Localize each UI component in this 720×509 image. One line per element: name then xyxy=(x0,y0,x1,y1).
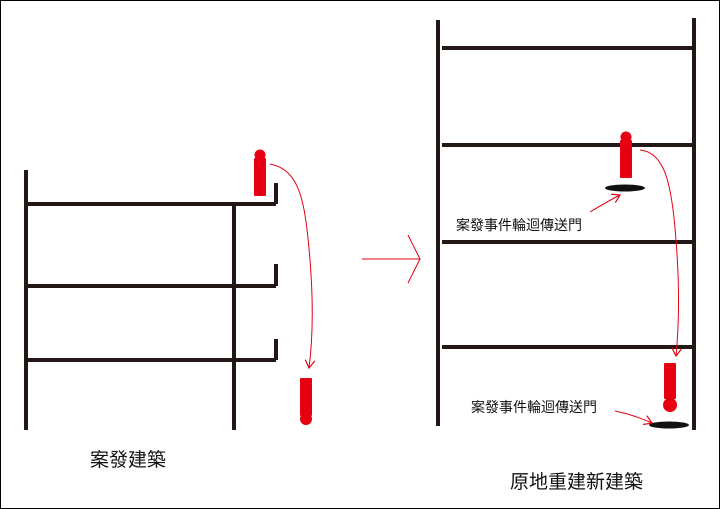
transition-arrow xyxy=(362,234,421,284)
right-figure-upper xyxy=(620,131,632,178)
portal-upper-label: 案發事件輪迴傳送門 xyxy=(456,217,582,234)
right-caption: 原地重建新建築 xyxy=(510,471,643,493)
portal-lower-pointer xyxy=(614,410,652,423)
left-falling-figure-bottom xyxy=(300,378,312,425)
right-fall-arrow xyxy=(639,149,679,356)
portal-upper xyxy=(605,184,645,192)
left-building xyxy=(24,170,278,430)
portal-lower-label: 案發事件輪迴傳送門 xyxy=(471,399,597,416)
right-building xyxy=(436,18,696,430)
portal-lower xyxy=(649,421,689,429)
left-caption: 案發建築 xyxy=(90,449,166,471)
left-falling-figure-top xyxy=(254,149,266,196)
portal-upper-pointer xyxy=(589,195,620,213)
left-fall-arrow xyxy=(269,163,312,368)
right-figure-lower xyxy=(663,363,677,412)
